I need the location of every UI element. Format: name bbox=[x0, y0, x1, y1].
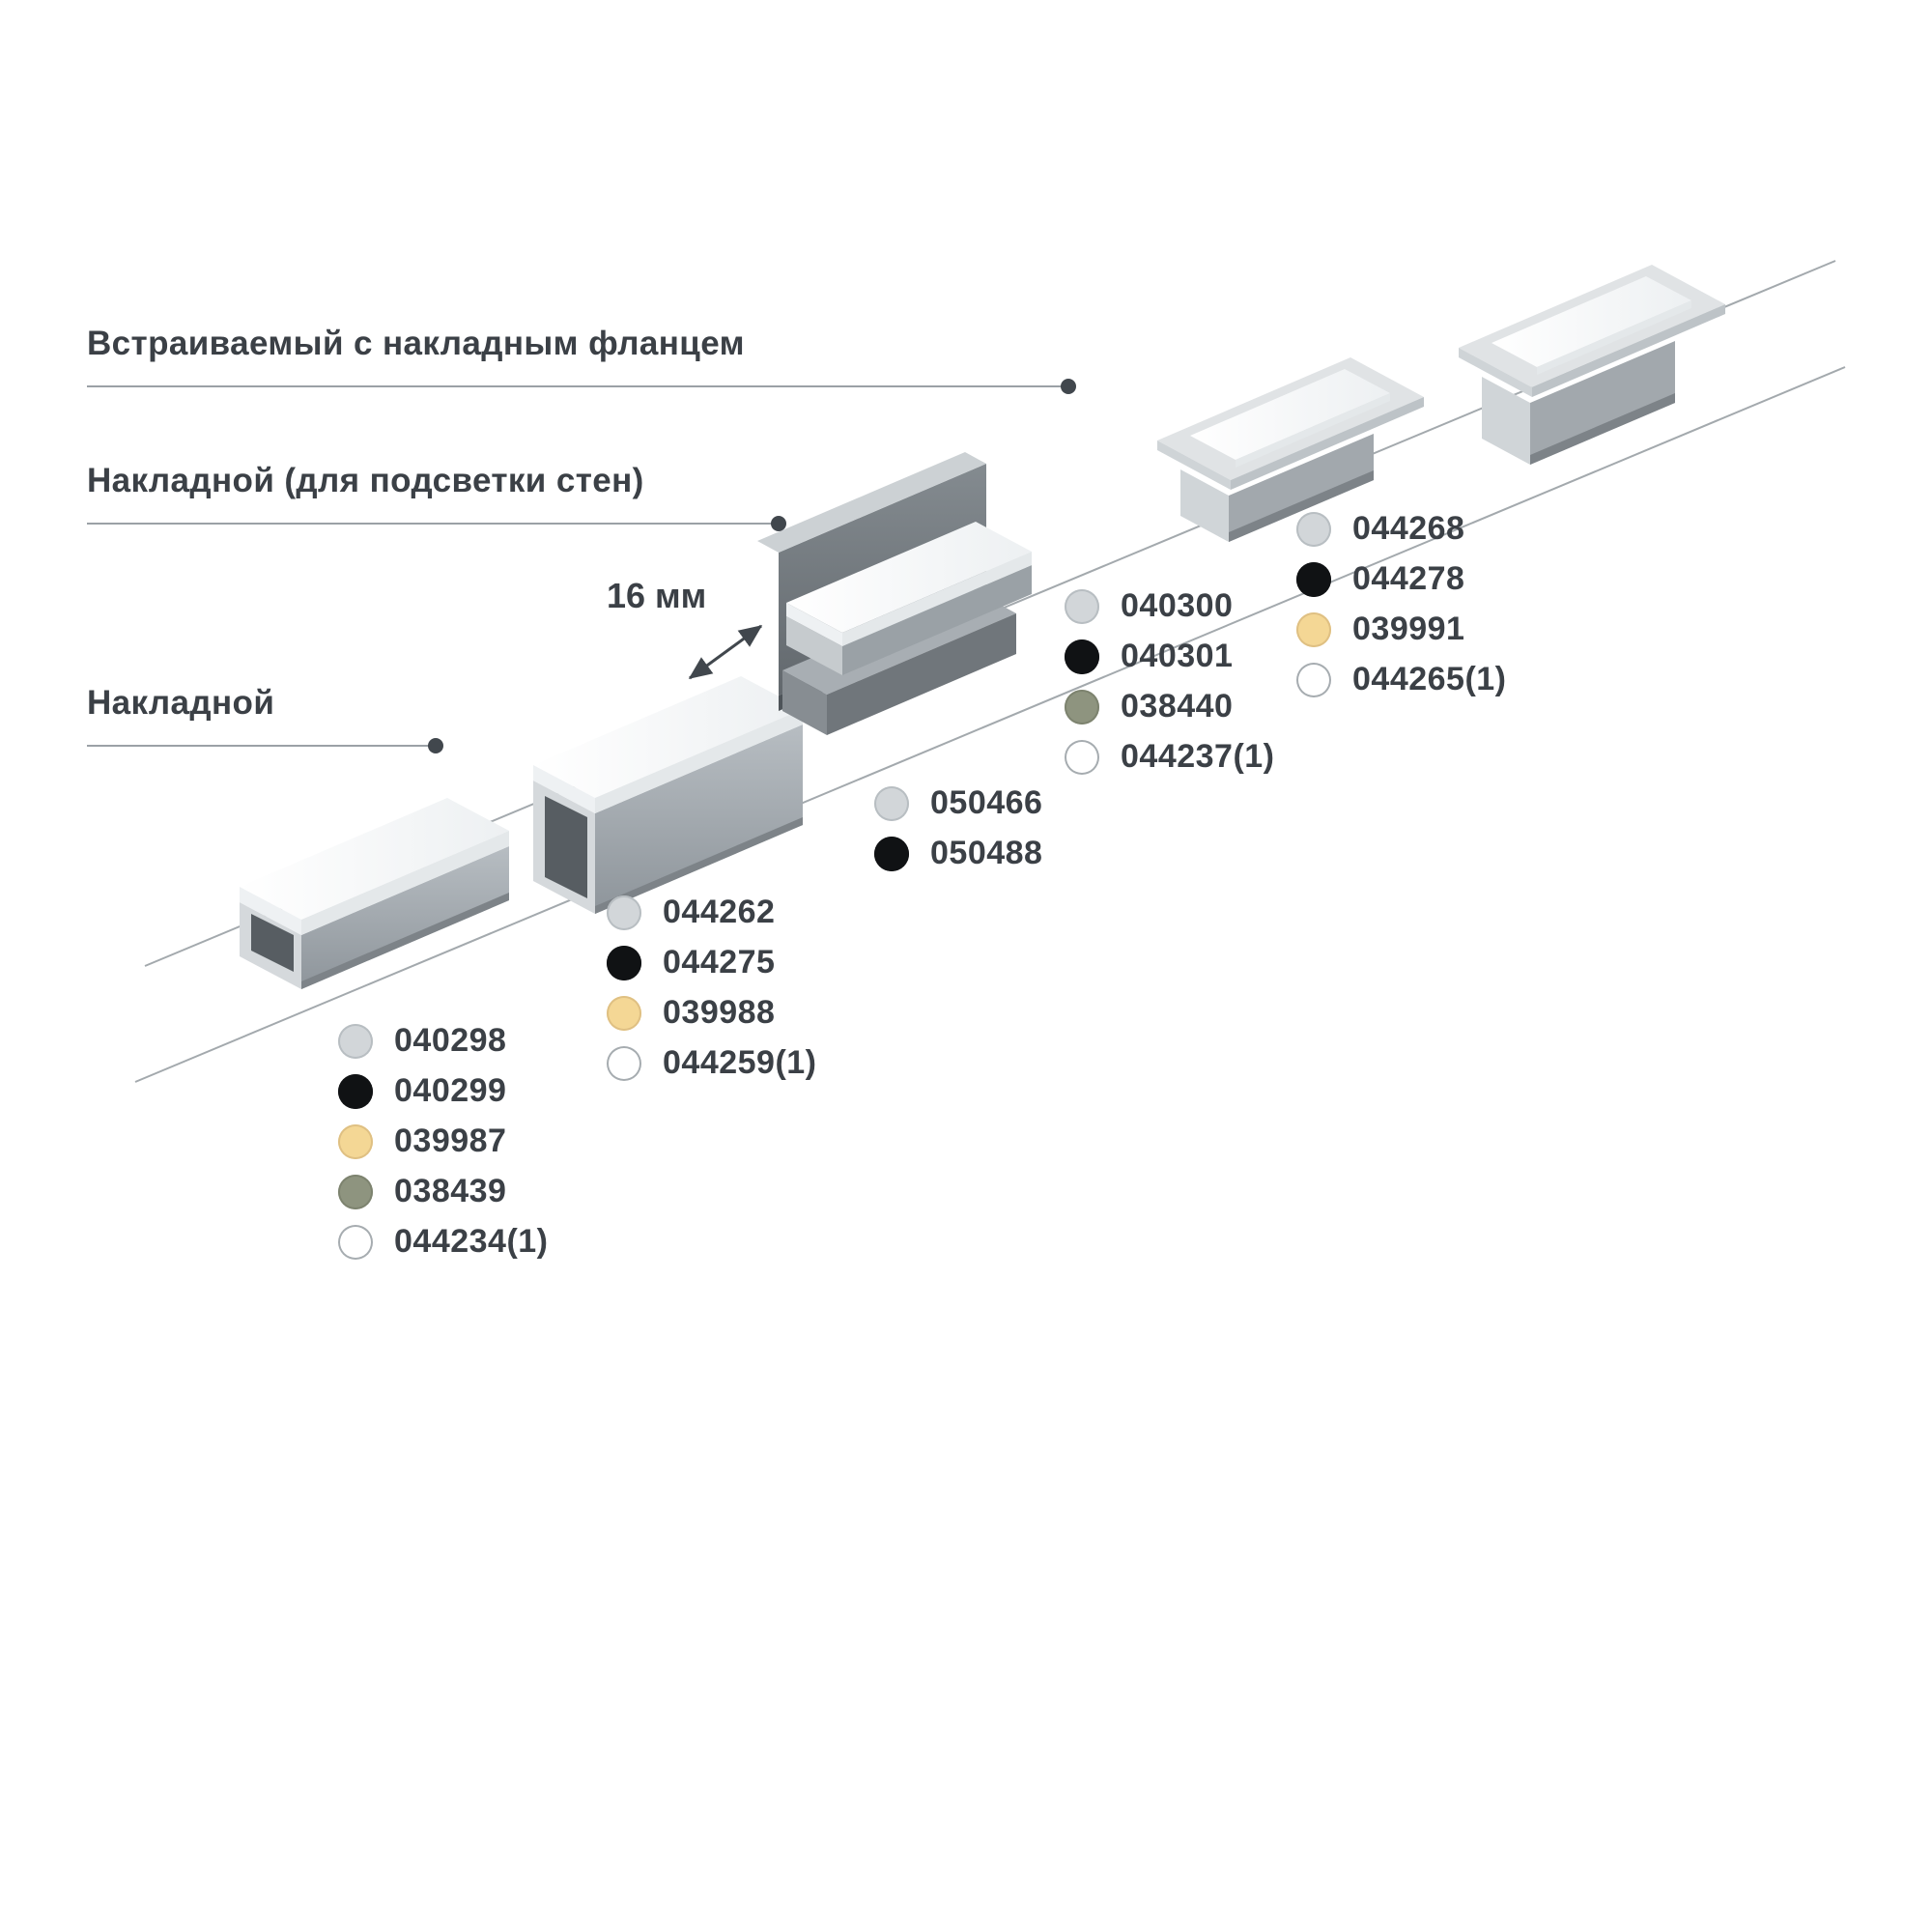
product-code: 039987 bbox=[394, 1122, 507, 1159]
leader-line-surface bbox=[87, 738, 443, 753]
profile-surface-flat bbox=[240, 798, 509, 989]
guide-line-lower bbox=[134, 366, 1846, 1083]
color-swatch-icon bbox=[1296, 511, 1331, 547]
color-swatch-icon bbox=[1296, 611, 1331, 647]
color-swatch-icon bbox=[1065, 639, 1099, 674]
color-swatch-icon bbox=[338, 1174, 373, 1209]
product-code: 040301 bbox=[1121, 638, 1234, 674]
color-swatch-icon bbox=[338, 1023, 373, 1059]
code-row: 044268 bbox=[1296, 510, 1507, 548]
color-swatch-icon bbox=[1065, 588, 1099, 624]
code-list-recessed-flat: 040300 040301 038440 044237(1) bbox=[1065, 587, 1275, 776]
code-row: 050466 bbox=[874, 784, 1042, 822]
code-row: 050488 bbox=[874, 835, 1042, 872]
code-row: 039988 bbox=[607, 994, 817, 1032]
product-code: 040298 bbox=[394, 1022, 507, 1059]
code-row: 044275 bbox=[607, 944, 817, 981]
profile-cavity bbox=[545, 796, 587, 898]
product-code: 038440 bbox=[1121, 688, 1234, 724]
code-row: 040298 bbox=[338, 1022, 549, 1060]
color-swatch-icon bbox=[1065, 689, 1099, 724]
color-swatch-icon bbox=[607, 895, 641, 930]
label-surface: Накладной bbox=[87, 684, 275, 722]
product-code: 044262 bbox=[663, 894, 776, 930]
profile-cover bbox=[533, 676, 803, 798]
code-row: 040301 bbox=[1065, 638, 1275, 675]
dimension-arrow-icon bbox=[688, 624, 763, 680]
leader-dot-icon bbox=[1061, 379, 1076, 394]
leader-line-recessed-flange bbox=[87, 379, 1076, 394]
code-row: 044262 bbox=[607, 894, 817, 931]
code-row: 040299 bbox=[338, 1072, 549, 1110]
profile-recessed-flat bbox=[1157, 357, 1424, 542]
code-row: 044259(1) bbox=[607, 1044, 817, 1082]
code-row: 039991 bbox=[1296, 611, 1507, 648]
code-row: 038439 bbox=[338, 1173, 549, 1210]
code-row: 044265(1) bbox=[1296, 661, 1507, 698]
color-swatch-icon bbox=[338, 1123, 373, 1159]
code-row: 039987 bbox=[338, 1122, 549, 1160]
leader-dot-icon bbox=[428, 738, 443, 753]
product-code: 044275 bbox=[663, 944, 776, 980]
code-row: 038440 bbox=[1065, 688, 1275, 725]
product-code: 044259(1) bbox=[663, 1044, 817, 1081]
code-list-wall: 050466 050488 bbox=[874, 784, 1042, 872]
profile-cavity bbox=[251, 914, 294, 972]
code-list-surface-flat: 040298 040299 039987 038439 044234(1) bbox=[338, 1022, 549, 1261]
profile-cover bbox=[1492, 276, 1691, 367]
product-code: 039991 bbox=[1352, 611, 1465, 647]
color-swatch-icon bbox=[1296, 561, 1331, 597]
product-code: 050488 bbox=[930, 835, 1043, 871]
code-row: 044237(1) bbox=[1065, 738, 1275, 776]
product-code: 039988 bbox=[663, 994, 776, 1031]
color-swatch-icon bbox=[1296, 662, 1331, 697]
color-swatch-icon bbox=[1065, 739, 1099, 775]
code-row: 044278 bbox=[1296, 560, 1507, 598]
profile-cover bbox=[1190, 369, 1390, 460]
code-row: 040300 bbox=[1065, 587, 1275, 625]
dimension-label: 16 мм bbox=[607, 576, 707, 615]
color-swatch-icon bbox=[874, 836, 909, 871]
color-swatch-icon bbox=[338, 1073, 373, 1109]
profile-cover bbox=[240, 798, 509, 920]
label-recessed-flange: Встраиваемый с накладным фланцем bbox=[87, 325, 745, 362]
product-code: 044265(1) bbox=[1352, 661, 1507, 697]
product-code: 050466 bbox=[930, 784, 1043, 821]
code-list-recessed-tall: 044268 044278 039991 044265(1) bbox=[1296, 510, 1507, 698]
product-code: 044268 bbox=[1352, 510, 1465, 547]
label-surface-wall: Накладной (для подсветки стен) bbox=[87, 462, 644, 499]
product-code: 044278 bbox=[1352, 560, 1465, 597]
profile-cover bbox=[786, 522, 1032, 633]
product-code: 038439 bbox=[394, 1173, 507, 1209]
color-swatch-icon bbox=[874, 785, 909, 821]
leader-line-surface-wall bbox=[87, 516, 786, 531]
product-code: 040300 bbox=[1121, 587, 1234, 624]
color-swatch-icon bbox=[607, 1045, 641, 1081]
code-list-surface-tall: 044262 044275 039988 044259(1) bbox=[607, 894, 817, 1082]
profile-wall bbox=[757, 452, 1032, 735]
color-swatch-icon bbox=[607, 945, 641, 980]
profile-surface-tall bbox=[533, 676, 803, 914]
code-row: 044234(1) bbox=[338, 1223, 549, 1261]
product-code: 044234(1) bbox=[394, 1223, 549, 1260]
product-code: 040299 bbox=[394, 1072, 507, 1109]
color-swatch-icon bbox=[338, 1224, 373, 1260]
leader-dot-icon bbox=[771, 516, 786, 531]
product-code: 044237(1) bbox=[1121, 738, 1275, 775]
profile-recessed-tall bbox=[1459, 265, 1725, 465]
color-swatch-icon bbox=[607, 995, 641, 1031]
